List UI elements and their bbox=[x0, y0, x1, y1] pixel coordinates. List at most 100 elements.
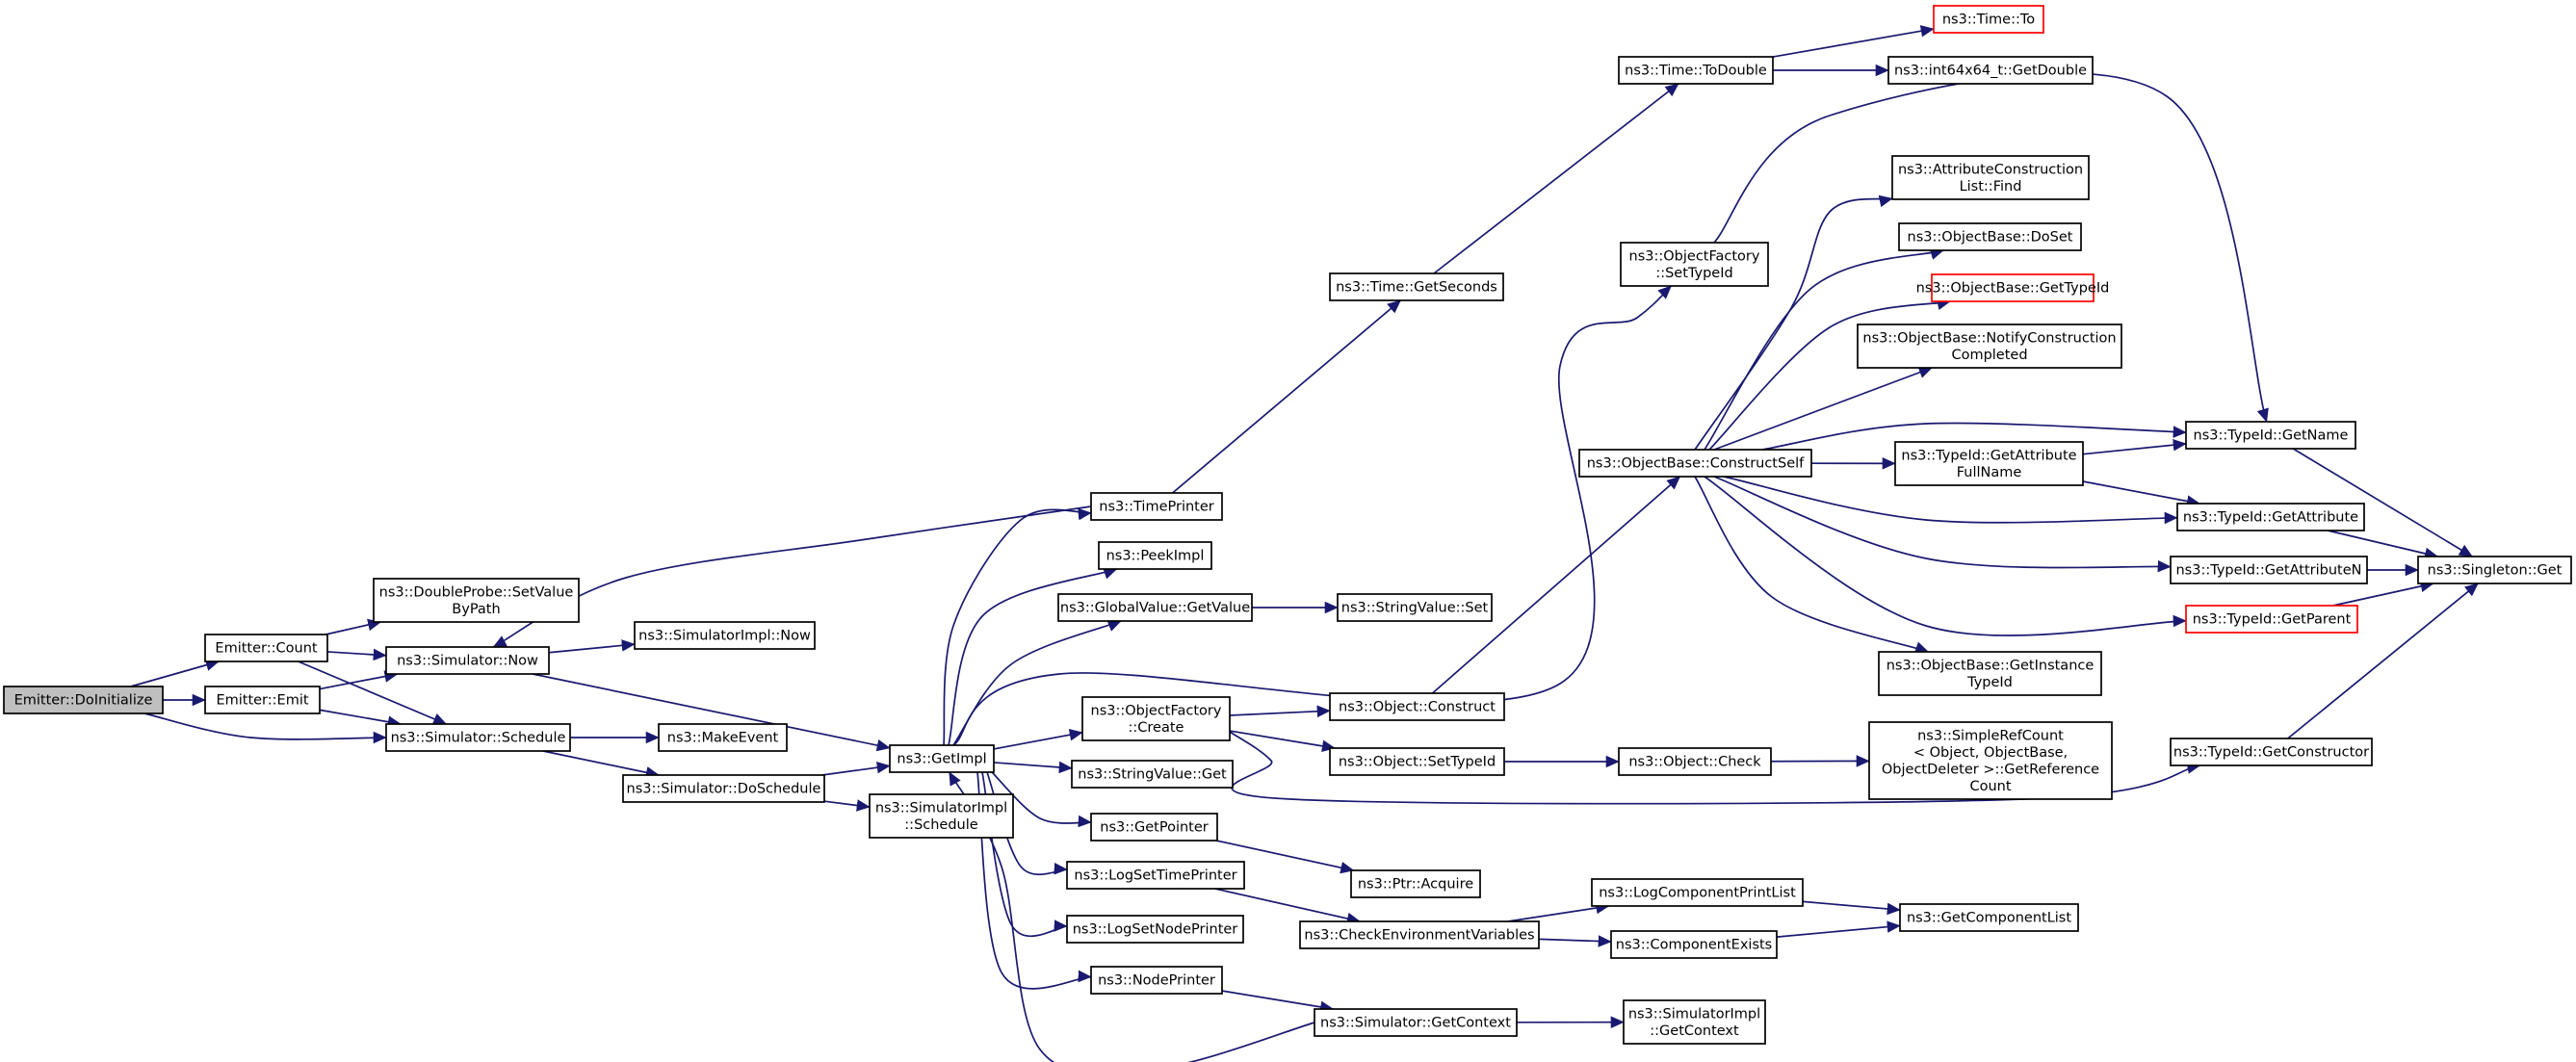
graph-node-n43[interactable]: ns3::GetComponentList bbox=[1899, 903, 2079, 932]
graph-node-n39[interactable]: ns3::ObjectBase::NotifyConstructionCompl… bbox=[1857, 324, 2122, 369]
edge-n1-n3 bbox=[326, 648, 387, 661]
graph-node-n35[interactable]: ns3::int64x64_t::GetDouble bbox=[1887, 56, 2094, 85]
node-label: ns3::StringValue::Set bbox=[1341, 601, 1489, 616]
edge-n29-n47 bbox=[1704, 476, 2187, 636]
graph-node-n13[interactable]: ns3::GlobalValue::GetValue bbox=[1057, 593, 1253, 622]
graph-node-n48[interactable]: ns3::TypeId::GetConstructor bbox=[2170, 738, 2373, 766]
node-label: ::GetContext bbox=[1650, 1023, 1739, 1039]
edge-n9-n15 bbox=[993, 761, 1073, 774]
graph-node-n21[interactable]: ns3::StringValue::Set bbox=[1337, 593, 1493, 622]
node-label: ns3::ObjectBase::ConstructSelf bbox=[1587, 456, 1805, 472]
graph-node-n30[interactable]: ns3::Object::Check bbox=[1618, 747, 1772, 776]
graph-node-n49[interactable]: ns3::Singleton::Get bbox=[2417, 556, 2572, 584]
graph-node-n8[interactable]: ns3::Simulator::DoSchedule bbox=[622, 774, 825, 803]
node-box bbox=[385, 723, 571, 752]
graph-node-n27[interactable]: ns3::Time::ToDouble bbox=[1618, 56, 1774, 85]
graph-node-n26[interactable]: ns3::Simulator::GetContext bbox=[1314, 1008, 1518, 1037]
edge-n45-n49 bbox=[2327, 530, 2439, 560]
node-label: ns3::TimePrinter bbox=[1099, 500, 1214, 515]
graph-node-n14[interactable]: ns3::ObjectFactory::Create bbox=[1081, 696, 1231, 741]
node-box bbox=[1329, 692, 1505, 721]
edge-n25-n31 bbox=[1507, 901, 1610, 922]
graph-node-n17[interactable]: ns3::LogSetTimePrinter bbox=[1066, 861, 1245, 890]
edge-n9-n11 bbox=[943, 507, 1092, 746]
graph-node-n9[interactable]: ns3::GetImpl bbox=[889, 744, 995, 773]
graph-node-n7[interactable]: ns3::MakeEvent bbox=[658, 723, 788, 752]
node-box bbox=[622, 774, 825, 803]
node-box bbox=[1623, 999, 1766, 1045]
edge-n16-n24 bbox=[1215, 840, 1355, 874]
graph-node-n22[interactable]: ns3::Object::Construct bbox=[1329, 692, 1505, 721]
node-box bbox=[869, 793, 1014, 839]
graph-node-n19[interactable]: ns3::NodePrinter bbox=[1090, 966, 1223, 995]
node-box bbox=[1066, 861, 1245, 890]
node-label: ns3::GetImpl bbox=[897, 752, 986, 767]
node-label: Completed bbox=[1951, 348, 2027, 363]
graph-node-n16[interactable]: ns3::GetPointer bbox=[1090, 813, 1218, 842]
graph-node-n18[interactable]: ns3::LogSetNodePrinter bbox=[1066, 915, 1244, 944]
graph-node-n44[interactable]: ns3::TypeId::GetName bbox=[2185, 421, 2356, 450]
node-label: ns3::TypeId::GetAttributeN bbox=[2175, 563, 2361, 579]
graph-node-n10[interactable]: ns3::SimulatorImpl::Schedule bbox=[869, 793, 1014, 839]
node-box bbox=[658, 723, 788, 752]
node-label: ns3::PeekImpl bbox=[1106, 549, 1205, 564]
graph-node-n46[interactable]: ns3::TypeId::GetAttributeN bbox=[2170, 556, 2368, 584]
graph-node-n12[interactable]: ns3::PeekImpl bbox=[1098, 541, 1212, 570]
edge-n29-n41 bbox=[1694, 476, 1930, 654]
graph-node-n32[interactable]: ns3::ComponentExists bbox=[1610, 930, 1778, 959]
graph-node-n2[interactable]: Emitter::Emit bbox=[204, 686, 321, 714]
edge-n2-n3 bbox=[319, 670, 399, 690]
graph-node-n25[interactable]: ns3::CheckEnvironmentVariables bbox=[1299, 920, 1540, 949]
graph-node-n34[interactable]: ns3::Time::To bbox=[1933, 5, 2044, 34]
graph-node-n33[interactable]: ns3::SimulatorImpl::GetContext bbox=[1623, 999, 1766, 1045]
graph-node-n24[interactable]: ns3::Ptr::Acquire bbox=[1350, 869, 1481, 898]
graph-node-n11[interactable]: ns3::TimePrinter bbox=[1090, 492, 1223, 521]
node-label: ByPath bbox=[452, 602, 500, 617]
graph-node-n6[interactable]: ns3::SimulatorImpl::Now bbox=[634, 621, 816, 650]
graph-node-n3[interactable]: ns3::Simulator::Now bbox=[385, 646, 550, 675]
node-label: ns3::LogSetNodePrinter bbox=[1073, 922, 1238, 938]
graph-node-n31[interactable]: ns3::LogComponentPrintList bbox=[1591, 878, 1804, 907]
graph-node-n4[interactable]: ns3::Simulator::Schedule bbox=[385, 723, 571, 752]
node-label: Emitter::DoInitialize bbox=[14, 693, 153, 709]
graph-node-n20[interactable]: ns3::Time::GetSeconds bbox=[1329, 272, 1504, 301]
node-box bbox=[1878, 651, 2102, 696]
node-label: ns3::ObjectFactory bbox=[1091, 703, 1222, 718]
node-box bbox=[1057, 593, 1253, 622]
node-box bbox=[889, 744, 995, 773]
node-label: ns3::GetPointer bbox=[1100, 820, 1209, 836]
node-box bbox=[3, 686, 164, 714]
node-label: ns3::StringValue::Get bbox=[1078, 767, 1227, 783]
edge-n4-n8 bbox=[542, 750, 660, 779]
graph-node-n37[interactable]: ns3::ObjectBase::DoSet bbox=[1898, 222, 2082, 251]
graph-node-n47[interactable]: ns3::TypeId::GetParent bbox=[2185, 605, 2358, 634]
graph-node-n29[interactable]: ns3::ObjectBase::ConstructSelf bbox=[1578, 449, 1812, 478]
edge-n31-n43 bbox=[1802, 900, 1901, 916]
node-box bbox=[1931, 273, 2095, 302]
node-label: ns3::Time::ToDouble bbox=[1625, 64, 1767, 79]
node-label: ns3::Object::Check bbox=[1628, 755, 1761, 770]
edge-n20-n27 bbox=[1433, 83, 1679, 274]
graph-node-n1[interactable]: Emitter::Count bbox=[204, 634, 328, 662]
node-label: ns3::LogSetTimePrinter bbox=[1074, 868, 1236, 884]
graph-node-n38[interactable]: ns3::ObjectBase::GetTypeId bbox=[1916, 273, 2110, 302]
graph-node-n15[interactable]: ns3::StringValue::Get bbox=[1071, 760, 1234, 789]
graph-node-n0[interactable]: Emitter::DoInitialize bbox=[3, 686, 164, 714]
graph-node-n45[interactable]: ns3::TypeId::GetAttribute bbox=[2176, 503, 2365, 531]
node-box bbox=[1591, 878, 1804, 907]
node-label: ns3::Ptr::Acquire bbox=[1358, 877, 1473, 893]
edge-n9-n12 bbox=[948, 567, 1118, 746]
node-label: ns3::CheckEnvironmentVariables bbox=[1304, 928, 1534, 944]
graph-node-n28[interactable]: ns3::ObjectFactory::SetTypeId bbox=[1620, 242, 1769, 287]
node-label: ::SetTypeId bbox=[1655, 266, 1732, 281]
graph-node-n42[interactable]: ns3::SimpleRefCount< Object, ObjectBase,… bbox=[1868, 721, 2113, 800]
graph-node-n23[interactable]: ns3::Object::SetTypeId bbox=[1329, 747, 1505, 776]
node-label: ns3::TypeId::GetName bbox=[2194, 428, 2349, 444]
edge-n26-n9 bbox=[949, 771, 1315, 1062]
edge-n3-n6 bbox=[548, 639, 636, 654]
node-label: ns3::Time::To bbox=[1942, 13, 2035, 28]
